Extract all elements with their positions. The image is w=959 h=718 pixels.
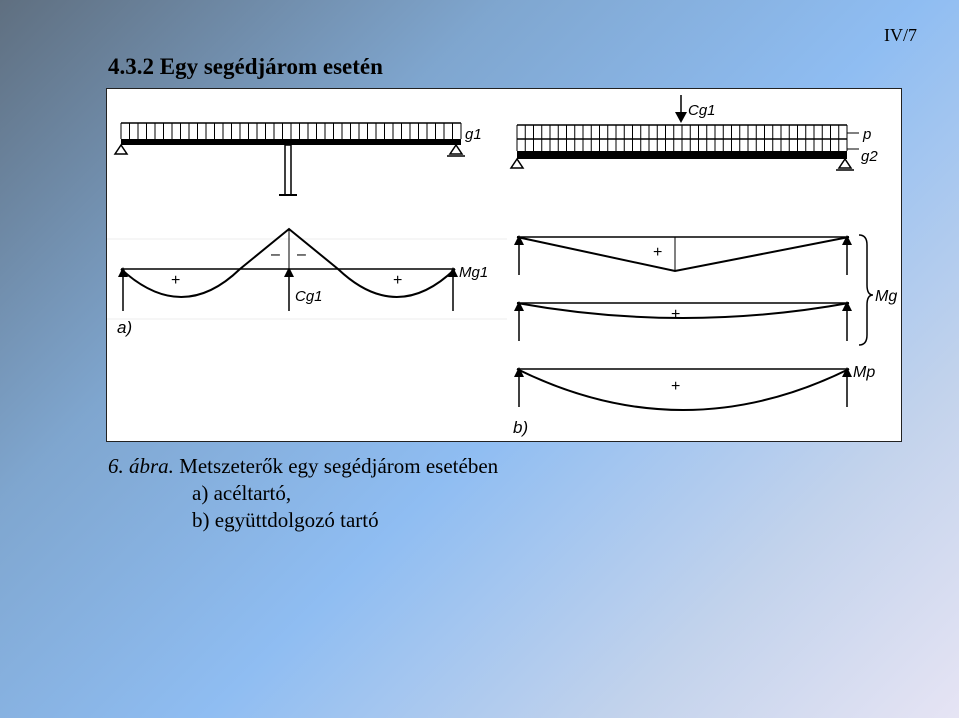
reaction-arrowhead-left-b3: [514, 367, 524, 377]
caption-line-3: b) együttdolgozó tartó: [192, 508, 379, 532]
reaction-arrowhead-right-b2: [842, 301, 852, 311]
support-left-a: [113, 143, 129, 155]
structural-diagram: g1 + + – – Mg1 Cg1 a) Cg1 p g2: [107, 95, 897, 437]
load-g1-ticks: [120, 123, 462, 139]
beam-a-body: [121, 139, 461, 145]
figure-box: g1 + + – – Mg1 Cg1 a) Cg1 p g2: [106, 88, 902, 442]
moment-curve-b3: [516, 368, 850, 411]
label-cg1-bottom: Cg1: [295, 288, 323, 305]
label-mg: Mg: [875, 288, 897, 305]
label-mg1: Mg1: [459, 264, 488, 281]
beam-a: g1: [113, 122, 482, 196]
label-cg1-top: Cg1: [688, 102, 716, 119]
moment-diagram-b3: + Mp: [514, 364, 875, 411]
label-g1: g1: [465, 126, 482, 143]
sign-plus-b2: +: [671, 306, 680, 323]
load-b-ticks: [516, 125, 848, 151]
caption-line-2: a) acéltartó,: [192, 481, 292, 505]
prop-column: [284, 144, 292, 196]
moment-curve-b1: [516, 236, 850, 273]
reaction-arrowhead-right-b3: [842, 367, 852, 377]
figure-caption: 6. ábra. Metszeterők egy segédjárom eset…: [108, 453, 498, 534]
sign-minus-a-right: –: [297, 246, 306, 263]
label-a: a): [117, 318, 132, 337]
slide-title: 4.3.2 Egy segédjárom esetén: [108, 54, 383, 79]
caption-line-1: 6. ábra. Metszeterők egy segédjárom eset…: [108, 453, 498, 480]
sign-plus-b1: +: [653, 244, 662, 261]
beam-b-body: [517, 151, 847, 159]
reaction-arrowhead-right-a: [448, 267, 458, 277]
label-p: p: [862, 126, 871, 143]
sign-plus-b3: +: [671, 378, 680, 395]
label-mp: Mp: [853, 364, 875, 381]
reaction-arrowhead-left-a: [118, 267, 128, 277]
label-b: b): [513, 418, 528, 437]
brace-mg: [858, 234, 874, 346]
moment-diagram-b2: +: [514, 301, 852, 341]
support-right-a: [448, 143, 464, 155]
support-right-b: [837, 157, 853, 169]
support-left-b: [509, 157, 525, 169]
moment-curve-b2: [516, 302, 850, 319]
page-number: IV/7: [884, 25, 917, 45]
sign-plus-a-left: +: [171, 272, 180, 289]
label-g2: g2: [861, 148, 878, 165]
sign-minus-a-left: –: [271, 246, 280, 263]
moment-diagram-a: + + – – Mg1 Cg1 a): [117, 227, 488, 337]
caption-text: Metszeterők egy segédjárom esetében: [173, 454, 499, 478]
beam-b: Cg1 p g2: [509, 95, 878, 171]
sign-plus-a-right: +: [393, 272, 402, 289]
reaction-arrowhead-cg1: [284, 267, 294, 277]
caption-number: 6. ábra.: [108, 454, 174, 478]
reaction-arrowhead-left-b1: [514, 235, 524, 245]
reaction-arrowhead-left-b2: [514, 301, 524, 311]
reaction-arrowhead-right-b1: [842, 235, 852, 245]
moment-diagram-b1: +: [514, 235, 852, 275]
force-cg1-arrowhead: [675, 112, 687, 123]
